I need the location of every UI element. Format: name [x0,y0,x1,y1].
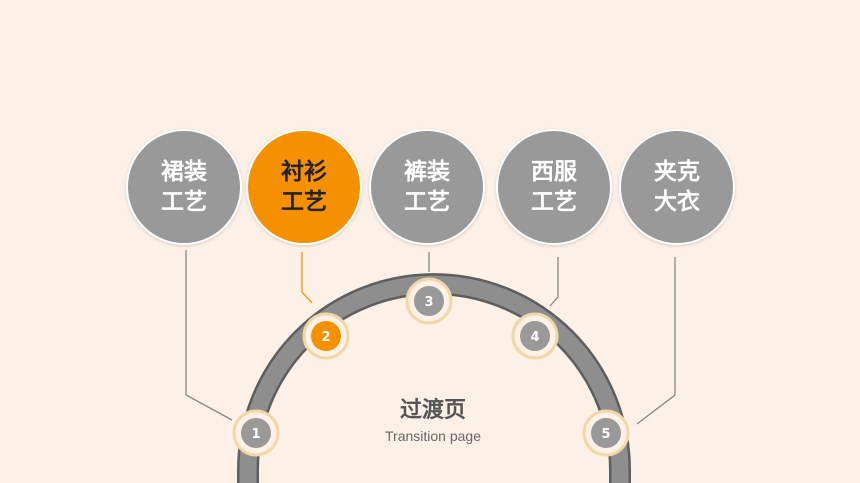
topic-label: 夹克 大衣 [654,159,700,215]
step-number: 5 [601,427,610,442]
step-marker [241,418,271,448]
topic-label: 西服 工艺 [531,159,577,215]
step-number: 4 [530,330,539,345]
step-number: 2 [321,330,330,345]
step-marker [591,418,621,448]
step-marker [414,286,444,316]
topic-circle-skirt[interactable]: 裙装 工艺 [126,129,242,245]
connector-line-4 [549,257,559,307]
step-number: 1 [251,427,260,442]
topic-circle-suit[interactable]: 西服 工艺 [496,129,612,245]
step-marker [520,321,550,351]
page-title: 过渡页 [399,398,466,423]
page-subtitle: Transition page [385,428,481,444]
step-number: 3 [424,295,433,310]
topic-label: 衬衫 工艺 [281,159,327,215]
topic-label: 裤装 工艺 [404,159,450,215]
connector-line-1 [185,250,233,421]
topic-circle-shirt[interactable]: 衬衫 工艺 [246,129,362,245]
topic-circle-jacket[interactable]: 夹克 大衣 [619,129,735,245]
topic-circle-trousers[interactable]: 裤装 工艺 [369,129,485,245]
connector-line-5 [636,257,676,425]
step-marker [311,321,341,351]
connector-line-2 [301,252,313,304]
topic-label: 裙装 工艺 [161,159,207,215]
